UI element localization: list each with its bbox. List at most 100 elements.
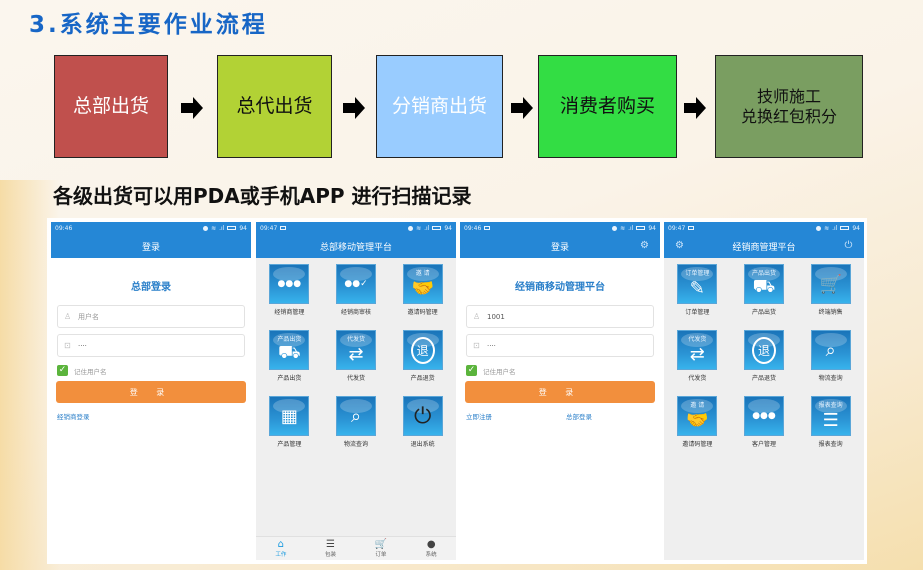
tile-label: 退出系统 [410,441,435,448]
right-arrow-icon [343,97,365,119]
user-icon: ♙ [64,311,72,321]
settings-gear-icon[interactable]: ⚙ [640,240,649,251]
tab-user[interactable]: ●系统 [426,539,437,558]
icon-caption: 报表查询 [818,402,843,409]
menu-tile[interactable]: 订单管理✎ 订单管理 [664,264,731,316]
signal-icon: .ıl [219,224,225,232]
cart-icon: 🛒 [374,539,388,550]
tile-label: 经销商审核 [340,309,371,316]
username-input[interactable]: ♙ 用户名 [57,305,245,328]
menu-tile[interactable]: ▦产品管理 [256,396,323,448]
globe-search-icon: ⌕ [810,330,851,370]
nav-title: 登录 [550,242,569,253]
nav-title: 登录 [141,242,160,253]
menu-tile[interactable]: ⌕物流查询 [797,330,864,382]
tile-label: 订单管理 [685,309,710,316]
handshake-icon: 邀 请🤝 [402,264,443,304]
password-input[interactable]: ⊡ ···· [57,334,245,357]
status-time: 09:46 [55,224,73,232]
login-button[interactable]: 登 录 [56,381,246,403]
battery-icon [636,226,646,230]
flow-step: 技师施工 兑换红包积分 [715,55,863,158]
alarm-icon [203,225,209,231]
tile-label: 代发货 [688,375,707,382]
login-heading: 总部登录 [131,282,171,293]
icon-caption: 产品出货 [277,336,302,343]
people-group-icon: ●●● [269,264,310,304]
menu-tile[interactable]: 代发货⇄代发货 [664,330,731,382]
battery-level: 94 [444,224,452,232]
dealer-login-link[interactable]: 经销商登录 [57,413,90,421]
tile-label: 产品管理 [277,441,302,448]
remember-username[interactable]: ✓ 记住用户名 [57,365,245,376]
tile-label: 邀请码管理 [682,441,713,448]
function-grid: 订单管理✎ 订单管理 产品出货⛟产品出货 🛒 终端销售代发货⇄代发货退产品退货⌕物流查询… [664,258,864,448]
menu-tile[interactable]: 退产品退货 [389,330,456,382]
remember-username[interactable]: ✓ 记住用户名 [466,365,654,376]
menu-tile[interactable]: 报表查询☰报表查询 [797,396,864,448]
menu-tile[interactable]: ●●● 客户管理 [731,396,798,448]
menu-tile[interactable]: 🛒 终端销售 [797,264,864,316]
tile-label: 终端销售 [818,309,843,316]
right-arrow-icon [511,97,533,119]
tile-label: 产品退货 [410,375,435,382]
tile-label: 代发货 [346,375,365,382]
delivery-truck-icon: 产品出货⛟ [269,330,310,370]
image-notification-icon [280,225,287,230]
password-value: ···· [487,341,496,350]
settings-gear-icon[interactable]: ⚙ [675,240,684,251]
register-link[interactable]: 立即注册 [466,413,492,421]
flow-step: 总部出货 [54,55,168,158]
menu-tile[interactable]: ⏻退出系统 [389,396,456,448]
username-input[interactable]: ♙ 1001 [466,305,654,328]
dealer-login-screen: 09:46 ≋ .ıl 94 登录 ⚙ 经销商移动管理平台 ♙ 1001 ⊡ ·… [460,222,660,560]
alarm-icon [612,225,618,231]
tile-label: 经销商管理 [274,309,305,316]
menu-tile[interactable]: ⌕物流查询 [323,396,390,448]
icon-caption: 产品出货 [751,270,776,277]
user-icon: ● [426,539,436,550]
tab-label: 工作 [275,552,287,558]
menu-tile[interactable]: 退产品退货 [731,330,798,382]
status-time: 09:47 [260,224,278,232]
login-heading: 经销商移动管理平台 [515,282,605,293]
remember-label: 记住用户名 [74,367,107,376]
remember-checkbox[interactable]: ✓ [57,365,68,376]
menu-tile[interactable]: 产品出货⛟产品出货 [731,264,798,316]
menu-tile[interactable]: 邀 请🤝邀请码管理 [389,264,456,316]
nav-bar: 登录 [51,234,251,258]
globe-search-icon: ⌕ [335,396,376,436]
return-badge-icon: 退 [402,330,443,370]
username-placeholder: 用户名 [78,312,99,321]
tile-label: 客户管理 [751,441,776,448]
return-badge-icon: 退 [743,330,784,370]
menu-tile[interactable]: 代发货⇄ 代发货 [323,330,390,382]
battery-icon [432,226,442,230]
tab-label: 订单 [375,552,387,558]
remember-checkbox[interactable]: ✓ [466,365,477,376]
status-time: 09:47 [668,224,686,232]
wifi-icon: ≋ [416,224,422,232]
icon-caption: 邀 请 [415,270,430,277]
hq-login-link[interactable]: 总部登录 [566,413,592,421]
login-button[interactable]: 登 录 [465,381,655,403]
hq-menu-screen: 09:47 ≋ .ıl 94 总部移动管理平台 ●●●经销商管理●●✓经销商审核… [256,222,456,560]
power-icon[interactable]: ⏻ [844,240,853,251]
tab-list[interactable]: ☰包装 [325,539,336,558]
menu-tile[interactable]: ●●● 经销商管理 [256,264,323,316]
right-arrow-icon [181,97,203,119]
order-edit-icon: 订单管理✎ [677,264,718,304]
menu-tile[interactable]: 邀 请🤝邀请码管理 [664,396,731,448]
signal-icon: .ıl [424,224,430,232]
shopping-cart-icon: 🛒 [810,264,851,304]
menu-tile[interactable]: 产品出货⛟产品出货 [256,330,323,382]
tab-home[interactable]: ⌂工作 [275,539,286,558]
package-handover-icon: 代发货⇄ [335,330,376,370]
people-check-icon: ●●✓ [335,264,376,304]
password-input[interactable]: ⊡ ···· [466,334,654,357]
people-group-icon: ●●● [743,396,784,436]
alarm-icon [408,225,414,231]
status-bar: 09:47 ≋ .ıl 94 [664,222,864,234]
menu-tile[interactable]: ●●✓ 经销商审核 [323,264,390,316]
tab-cart[interactable]: 🛒 订单 [375,539,387,558]
